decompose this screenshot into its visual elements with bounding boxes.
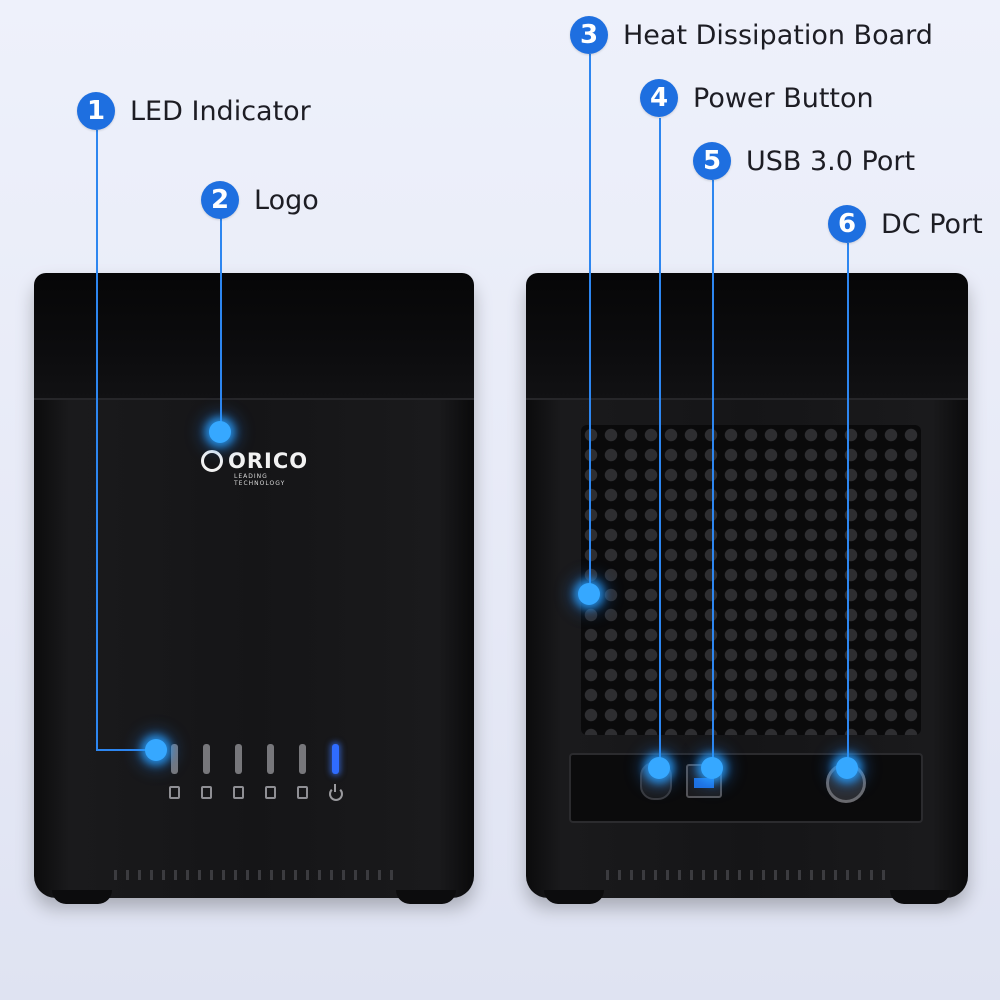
callout-power-button: 4 Power Button [640,79,874,117]
callout-number-badge: 1 [77,92,115,130]
led-bar-power [332,744,339,774]
callout-label: USB 3.0 Port [746,145,916,177]
callout-logo: 2 Logo [201,181,319,219]
glow-dot-power-button [648,757,670,779]
glow-dot-dc [836,757,858,779]
glow-dot-heat-board [578,583,600,605]
logo-brand: ORICO [228,449,309,473]
callout-label: Power Button [693,82,874,114]
led-bar-3 [235,744,242,774]
disk-icon [265,786,276,799]
disk-icon [201,786,212,799]
leader-line-6 [847,243,849,768]
leader-line-1-horizontal [96,749,156,751]
heat-dissipation-mesh [581,425,921,735]
leader-line-2 [220,218,222,433]
back-enclosure [526,273,968,904]
orico-logo: ORICO LEADING TECHNOLOGY [201,449,309,487]
back-left-foot [544,890,604,904]
callout-led-indicator: 1 LED Indicator [77,92,311,130]
front-bottom-vents [114,870,394,880]
led-bar-5 [299,744,306,774]
glow-dot-led [145,739,167,761]
disk-icon [297,786,308,799]
front-right-foot [396,890,456,904]
led-bar-1 [171,744,178,774]
front-top-band [34,273,474,400]
leader-line-4 [659,118,661,768]
disk-icon [169,786,180,799]
callout-number-badge: 6 [828,205,866,243]
callout-number-badge: 4 [640,79,678,117]
port-panel [569,753,923,823]
callout-number-badge: 5 [693,142,731,180]
leader-line-3 [589,54,591,594]
disk-icon [233,786,244,799]
callout-label: Logo [254,184,319,216]
callout-usb-port: 5 USB 3.0 Port [693,142,915,180]
leader-line-5 [712,180,714,768]
led-bar-4 [267,744,274,774]
led-bar-2 [203,744,210,774]
front-enclosure: ORICO LEADING TECHNOLOGY [34,273,474,904]
callout-heat-dissipation-board: 3 Heat Dissipation Board [570,16,933,54]
back-right-foot [890,890,950,904]
callout-dc-port: 6 DC Port [828,205,983,243]
orico-logo-mark [201,450,223,472]
front-left-foot [52,890,112,904]
back-bottom-vents [606,870,888,880]
back-top-band [526,273,968,400]
glow-dot-logo [209,421,231,443]
callout-label: DC Port [881,208,983,240]
logo-tagline: LEADING TECHNOLOGY [234,473,286,487]
callout-label: LED Indicator [130,95,311,127]
leader-line-1 [96,130,98,751]
glow-dot-usb [701,757,723,779]
callout-number-badge: 2 [201,181,239,219]
callout-label: Heat Dissipation Board [623,19,933,51]
callout-number-badge: 3 [570,16,608,54]
power-icon [329,784,343,801]
